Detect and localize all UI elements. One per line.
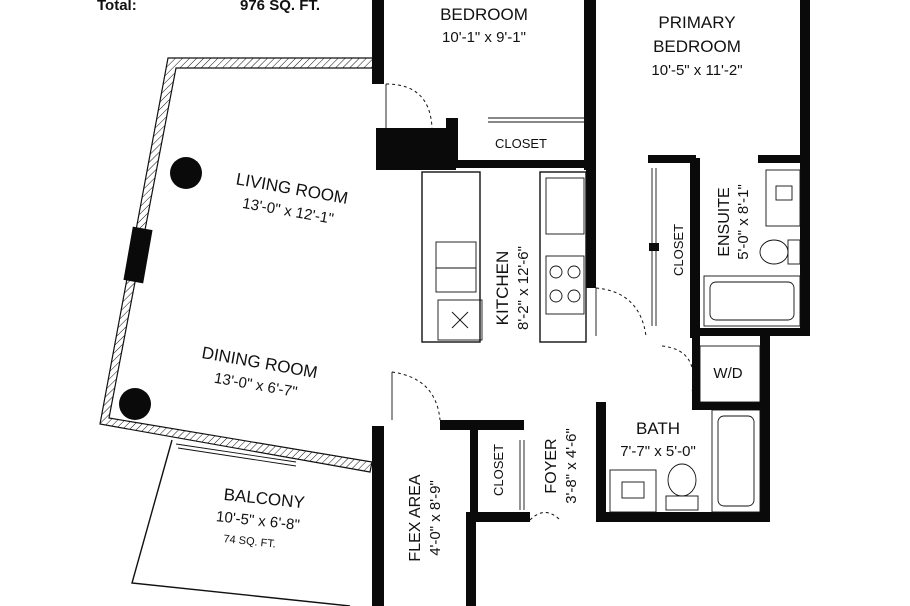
total-value: 976 SQ. FT. xyxy=(240,0,320,14)
column xyxy=(119,388,151,420)
balcony-area: 74 SQ. FT. xyxy=(223,533,277,550)
fridge-icon xyxy=(545,177,585,235)
primary-bedroom-dims: 10'-5" x 11'-2" xyxy=(651,62,742,79)
balcony-name: BALCONY xyxy=(223,485,306,512)
closet-bedroom-name: CLOSET xyxy=(495,136,547,151)
closet-foyer-name: CLOSET xyxy=(491,444,506,496)
flex-area-name: FLEX AREA xyxy=(407,474,424,561)
kitchen-name: KITCHEN xyxy=(493,251,512,326)
flex-area-dims: 4'-0" x 8'-9" xyxy=(427,480,444,556)
column xyxy=(170,157,202,189)
ensuite-name: ENSUITE xyxy=(716,187,733,256)
bath-name: BATH xyxy=(636,419,680,438)
closet-hall-name: CLOSET xyxy=(671,224,686,276)
stove-icon xyxy=(545,255,585,315)
kitchen-fixtures xyxy=(421,171,587,343)
balcony-dims: 10'-5" x 6'-8" xyxy=(215,508,300,534)
door-swings xyxy=(385,83,694,521)
washer-dryer-icon xyxy=(699,345,761,403)
vanity-sink-icon xyxy=(609,469,657,513)
bath-fixtures xyxy=(609,169,801,513)
bedroom-name: BEDROOM xyxy=(440,5,528,24)
interior-walls xyxy=(372,0,810,606)
ensuite-dims: 5'-0" x 8'-1" xyxy=(735,184,752,260)
vanity-sink-icon xyxy=(765,169,801,227)
primary-bedroom-name-line2: BEDROOM xyxy=(653,37,741,56)
total-label: Total: xyxy=(97,0,137,14)
primary-bedroom-name-line1: PRIMARY xyxy=(658,13,735,32)
closet-doors xyxy=(488,117,659,510)
bedroom-dims: 10'-1" x 9'-1" xyxy=(442,29,526,46)
bath-dims: 7'-7" x 5'-0" xyxy=(620,443,696,460)
bathtub-icon xyxy=(703,275,801,327)
toilet-icon xyxy=(759,239,789,265)
foyer-name: FOYER xyxy=(543,438,560,493)
bathtub-icon xyxy=(711,409,761,513)
dishwasher-icon xyxy=(437,299,483,341)
exterior-window-wall xyxy=(99,57,379,473)
sink-icon xyxy=(435,241,477,293)
toilet-icon xyxy=(667,463,697,497)
balcony-outline xyxy=(131,439,351,606)
foyer-dims: 3'-8" x 4'-6" xyxy=(563,428,580,504)
kitchen-dims: 8'-2" x 12'-6" xyxy=(515,246,532,330)
washer-dryer-name: W/D xyxy=(713,365,742,382)
